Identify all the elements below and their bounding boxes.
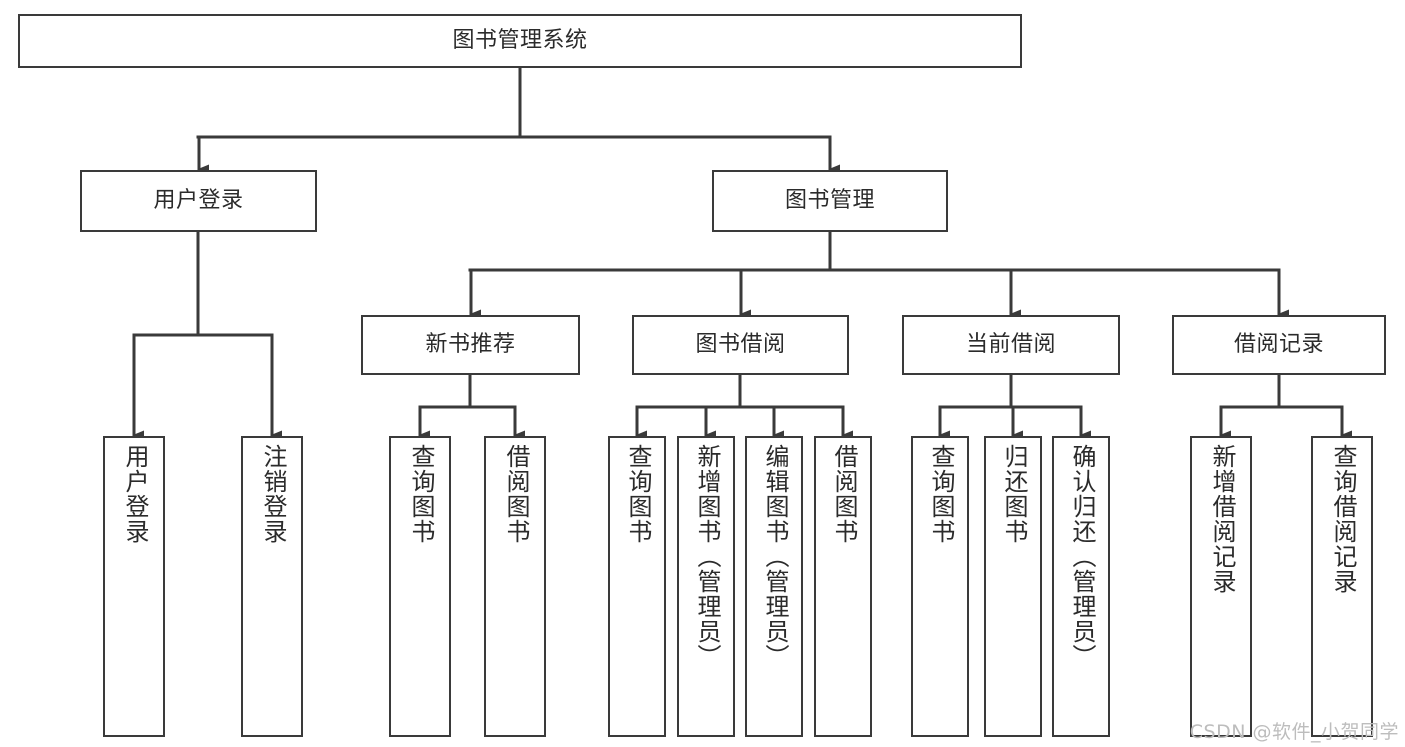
node-book-borrow[interactable]: 图书借阅 xyxy=(632,315,849,375)
node-label: 查询借阅记录 xyxy=(1328,444,1357,594)
node-label: 查询图书 xyxy=(926,444,955,544)
leaf-return-book[interactable]: 归还图书 xyxy=(984,436,1042,737)
node-new-book-recommend[interactable]: 新书推荐 xyxy=(361,315,580,375)
node-borrow-record[interactable]: 借阅记录 xyxy=(1172,315,1386,375)
node-label: 确认归还（管理员） xyxy=(1067,444,1096,669)
leaf-user-logout[interactable]: 注销登录 xyxy=(241,436,303,737)
leaf-user-login[interactable]: 用户登录 xyxy=(103,436,165,737)
leaf-borrow-book-recommend[interactable]: 借阅图书 xyxy=(484,436,546,737)
node-label: 借阅图书 xyxy=(501,444,530,544)
node-label: 图书管理 xyxy=(784,187,875,213)
leaf-edit-book-admin[interactable]: 编辑图书（管理员） xyxy=(745,436,803,737)
leaf-add-borrow-record[interactable]: 新增借阅记录 xyxy=(1190,436,1252,737)
node-current-borrow[interactable]: 当前借阅 xyxy=(902,315,1120,375)
leaf-query-book-current[interactable]: 查询图书 xyxy=(911,436,969,737)
node-label: 新增图书（管理员） xyxy=(692,444,721,669)
node-label: 用户登录 xyxy=(153,187,244,213)
leaf-borrow-book[interactable]: 借阅图书 xyxy=(814,436,872,737)
leaf-query-book-borrow[interactable]: 查询图书 xyxy=(608,436,666,737)
leaf-add-book-admin[interactable]: 新增图书（管理员） xyxy=(677,436,735,737)
node-user-login[interactable]: 用户登录 xyxy=(80,170,317,232)
connector-layer xyxy=(132,66,1352,440)
node-book-management[interactable]: 图书管理 xyxy=(712,170,948,232)
node-label: 新书推荐 xyxy=(425,331,516,357)
node-label: 借阅图书 xyxy=(829,444,858,544)
node-label: 借阅记录 xyxy=(1233,331,1324,357)
node-label: 编辑图书（管理员） xyxy=(760,444,789,669)
node-label: 图书借阅 xyxy=(695,331,786,357)
leaf-confirm-return-admin[interactable]: 确认归还（管理员） xyxy=(1052,436,1110,737)
node-label: 查询图书 xyxy=(623,444,652,544)
node-label: 用户登录 xyxy=(120,444,149,544)
node-label: 图书管理系统 xyxy=(452,27,588,53)
node-label: 归还图书 xyxy=(999,444,1028,544)
node-label: 新增借阅记录 xyxy=(1207,444,1236,594)
node-label: 当前借阅 xyxy=(965,331,1056,357)
node-root-system[interactable]: 图书管理系统 xyxy=(18,14,1022,68)
leaf-query-borrow-record[interactable]: 查询借阅记录 xyxy=(1311,436,1373,737)
leaf-query-book-recommend[interactable]: 查询图书 xyxy=(389,436,451,737)
node-label: 注销登录 xyxy=(258,444,287,544)
node-label: 查询图书 xyxy=(406,444,435,544)
